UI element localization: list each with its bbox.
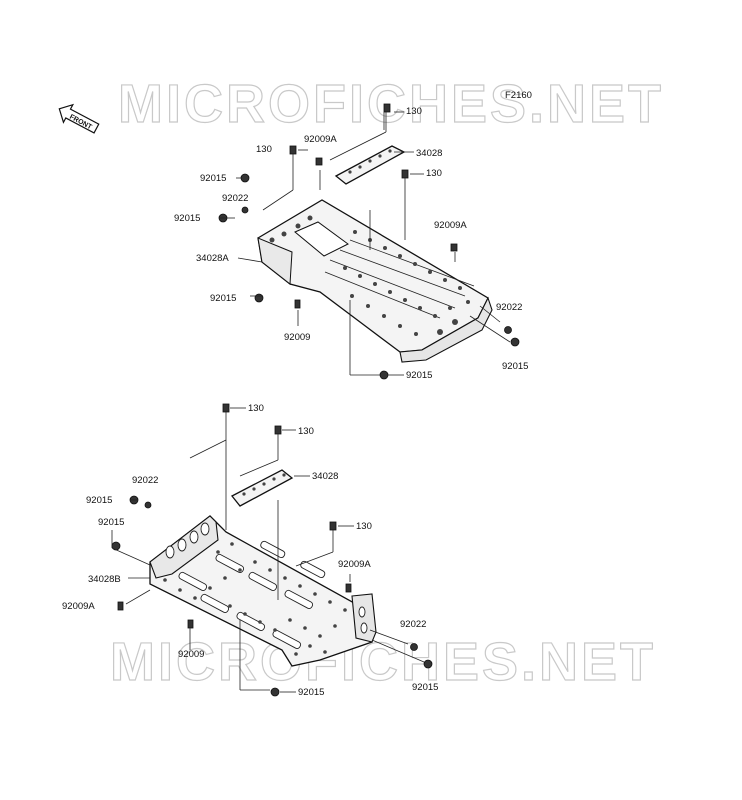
upper-label-nut-right: 92015 [502, 361, 528, 372]
lower-slots [178, 540, 326, 649]
lower-label-washer-left: 92022 [132, 475, 158, 486]
lower-label-screw: 92009 [178, 649, 204, 660]
upper-label-cover: 34028 [416, 148, 442, 159]
lower-label-nut-right: 92015 [412, 682, 438, 693]
upper-leader-lines [219, 111, 511, 376]
watermark-top: MICROFICHES.NET [118, 74, 664, 134]
upper-assembly: 130 130 130 92009A 34028 92015 92022 920… [174, 103, 528, 381]
lower-label-washer-right: 92022 [400, 619, 426, 630]
lower-label-floor: 34028B [88, 574, 121, 585]
lower-cover-34028 [230, 469, 294, 507]
upper-recess [294, 221, 349, 257]
upper-label-bolt-top: 130 [406, 106, 422, 117]
lower-cover-holes [242, 473, 286, 496]
upper-label-floor: 34028A [196, 253, 229, 264]
upper-label-nut-a: 92015 [200, 173, 226, 184]
figure-code: F2160 [505, 90, 532, 101]
upper-label-washer-right: 92022 [496, 302, 522, 313]
upper-front-lip [257, 237, 293, 285]
upper-ridges [324, 239, 475, 319]
upper-label-screw-a-right: 92009A [434, 220, 467, 231]
upper-label-screw: 92009 [284, 332, 310, 343]
lower-side-bracket [351, 593, 377, 643]
lower-label-nut-b: 92015 [98, 517, 124, 528]
upper-label-nut-c: 92015 [210, 293, 236, 304]
lower-label-bolt-right: 130 [356, 521, 372, 532]
upper-side-wall [399, 296, 493, 363]
upper-label-nut-b: 92015 [174, 213, 200, 224]
lower-label-bolt-mid: 130 [298, 426, 314, 437]
front-arrow-icon: FRONT [58, 103, 100, 134]
lower-leader-lines [111, 407, 425, 693]
lower-holes [163, 542, 347, 656]
watermark-bottom: MICROFICHES.NET [110, 632, 656, 692]
lower-label-nut-a: 92015 [86, 495, 112, 506]
lower-label-screw-a-left: 92009A [62, 601, 95, 612]
upper-label-screw-a-top: 92009A [304, 134, 337, 145]
lower-label-screw-a-right: 92009A [338, 559, 371, 570]
upper-label-nut-bottom: 92015 [406, 370, 432, 381]
upper-label-bolt-left: 130 [256, 144, 272, 155]
lower-label-bolt-top: 130 [248, 403, 264, 414]
lower-bracket-holes [165, 522, 368, 634]
lower-hardware [111, 403, 433, 697]
upper-label-washer-left: 92022 [222, 193, 248, 204]
lower-label-nut-bottom: 92015 [298, 687, 324, 698]
upper-label-bolt-right: 130 [426, 168, 442, 179]
upper-cover-holes [348, 149, 392, 174]
lower-label-cover: 34028 [312, 471, 338, 482]
lower-assembly: 130 130 34028 92022 92015 92015 130 9200… [62, 403, 438, 698]
